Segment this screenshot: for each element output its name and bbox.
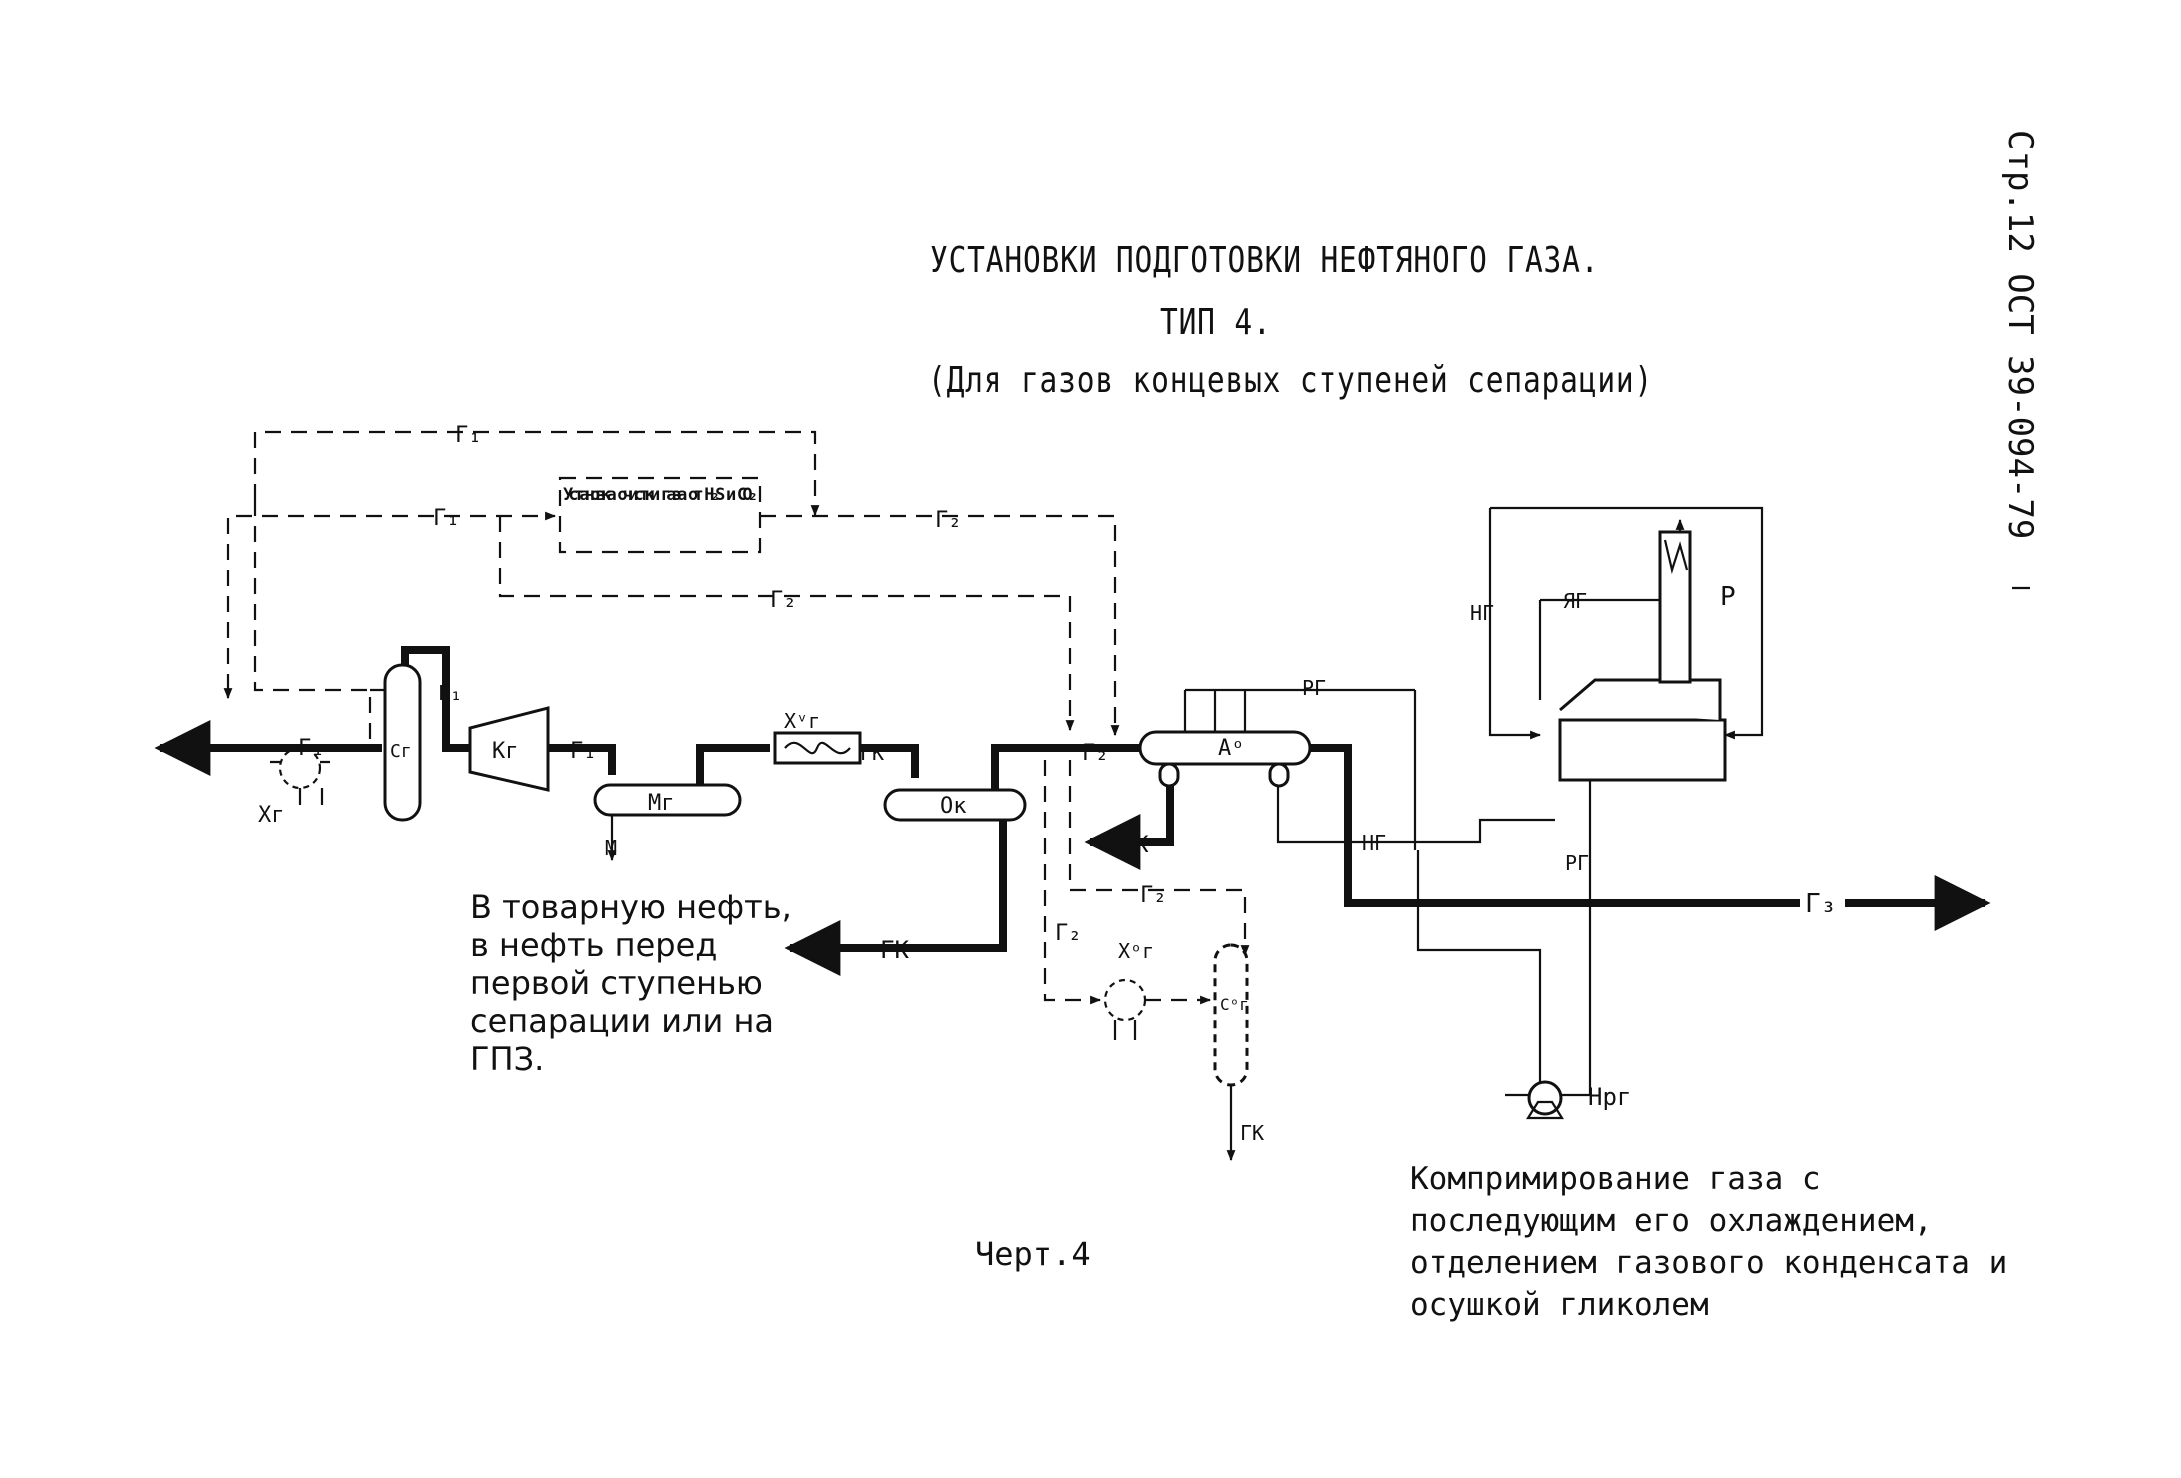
- label-yag: ЯГ: [1563, 589, 1587, 613]
- pump-line: [1416, 850, 1542, 1097]
- label-ok: Ок: [940, 794, 967, 819]
- label-m: М: [605, 836, 617, 860]
- absorber-gk-line: [1084, 770, 1174, 870]
- rg-return: [1543, 780, 1592, 1100]
- mg-vessel: [593, 783, 742, 817]
- label-ng-loop: НГ: [1470, 601, 1494, 625]
- label-g2-lower: Г₂: [770, 588, 797, 613]
- gk-outlet-line: [800, 820, 1007, 952]
- label-g2-absorber: Г₂: [1082, 741, 1109, 766]
- regenerator-r: [1558, 718, 1727, 782]
- xgo-heat-exchanger: [1103, 978, 1147, 1022]
- ok-to-absorber: [991, 744, 1140, 790]
- rg-feed-lines: [1183, 688, 1415, 732]
- label-g2-top: Г₂: [935, 508, 962, 533]
- left-note: В товарную нефть, в нефть перед первой с…: [470, 888, 792, 1078]
- cgo-separator: [1213, 943, 1249, 1087]
- separator-to-compressor: [401, 646, 470, 752]
- xg-heat-exchanger: [278, 746, 322, 790]
- label-cg: Сг: [390, 741, 412, 762]
- cg-separator: [383, 663, 422, 822]
- label-r: Р: [1720, 582, 1736, 612]
- ok-separator: [883, 788, 1027, 822]
- caption: Компримирование газа с последующим его о…: [1410, 1161, 2008, 1323]
- g1-loop-down: [253, 500, 372, 740]
- label-g2-vertical: Г₂: [1055, 921, 1082, 946]
- label-ao: Аᵒ: [1218, 736, 1245, 761]
- label-gk-outlet: ГК: [880, 936, 909, 964]
- g2-lower-branch: [1043, 760, 1102, 1005]
- label-mg: Мг: [648, 791, 675, 816]
- diagram-subtitle: (Для газов концевых ступеней сепарации): [928, 360, 1654, 401]
- ao-absorber: [1138, 730, 1312, 766]
- label-xg: Хг: [258, 803, 285, 828]
- absorber-to-g3: [1310, 744, 1800, 907]
- compressor-to-mixer: [548, 744, 616, 775]
- label-rg-top: РГ: [1302, 676, 1326, 700]
- g2-lower-loop: [498, 516, 1075, 732]
- label-kg: Кг: [492, 739, 519, 764]
- label-xgv: Хᵛг: [784, 709, 820, 733]
- g1-to-cleaning: [226, 511, 557, 690]
- kg-compressor: [468, 706, 550, 792]
- label-ng-drain: НГ: [1362, 831, 1386, 855]
- label-gk-cooler: ГК: [860, 741, 884, 765]
- label-nrg: Нрг: [1588, 1083, 1631, 1111]
- diagram-title: УСТАНОВКИ ПОДГОТОВКИ НЕФТЯНОГО ГАЗА.: [930, 240, 1600, 281]
- label-xgo: Хᵒг: [1118, 939, 1154, 963]
- label-gk-bottom: ГК: [1240, 1121, 1264, 1145]
- ng-return-line: [1276, 786, 1555, 844]
- label-g1-mid: Г₁: [433, 506, 460, 531]
- g1-loop-top: [253, 430, 820, 517]
- ng-loop: [1490, 506, 1764, 740]
- g2-from-cleaning: [760, 514, 1120, 737]
- label-g1-vertical: Г₁: [438, 681, 462, 705]
- figure-label: Черт.4: [975, 1235, 1091, 1273]
- label-rg-vertical: РГ: [1565, 851, 1589, 875]
- cooler-to-ok: [860, 744, 919, 778]
- label-g3: Г₃: [1805, 889, 1836, 919]
- mixer-to-cooler: [696, 744, 770, 785]
- label-cleaning-unit: Установка очистки газа от H₂S и CO₂: [563, 485, 758, 505]
- label-g1-inlet: Г₁: [298, 736, 325, 761]
- label-g1-compressor: Г₁: [570, 739, 597, 764]
- nrg-pump: [1527, 1080, 1563, 1116]
- label-g2-lower-branch: Г₂: [1140, 883, 1167, 908]
- label-gk-absorber: ГК: [1122, 833, 1149, 858]
- label-cgo: Сᵒг: [1220, 995, 1249, 1014]
- label-g1-top: Г₁: [455, 423, 482, 448]
- diagram-type: ТИП 4.: [1160, 302, 1272, 343]
